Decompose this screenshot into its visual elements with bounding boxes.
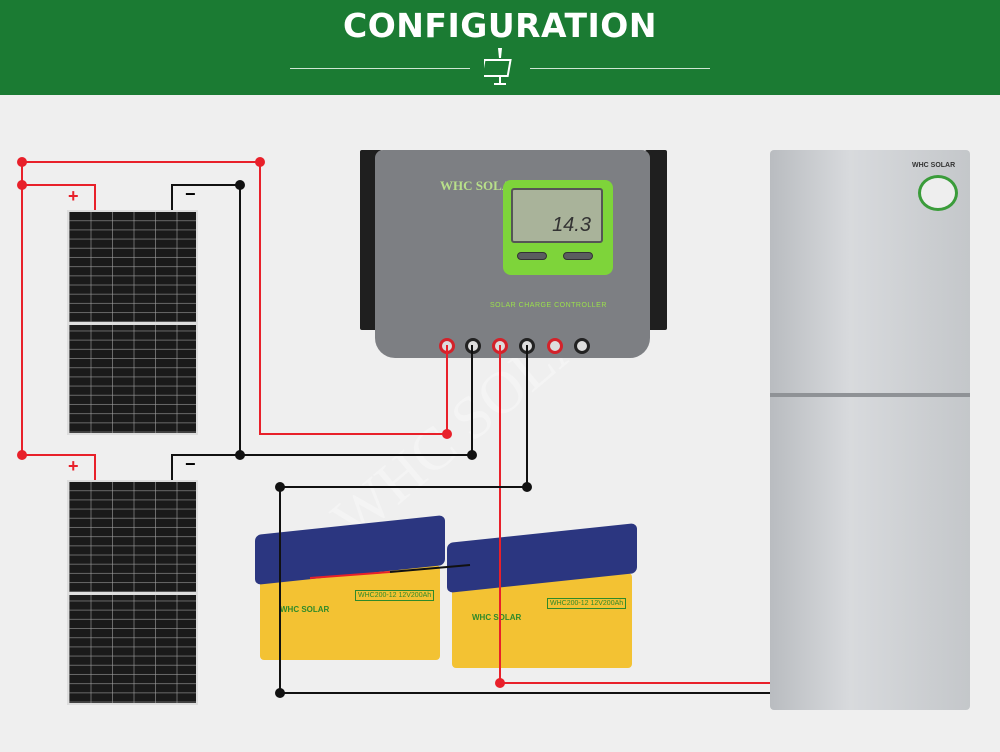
- battery-brand: WHC SOLAR: [280, 605, 330, 614]
- positive-wires: [21, 161, 770, 684]
- solar-panel-2: [67, 480, 198, 705]
- minus-label: −: [185, 454, 196, 474]
- header-banner: CONFIGURATION: [0, 0, 1000, 95]
- junction-dot: [442, 429, 452, 439]
- junction-dot: [235, 180, 245, 190]
- terminal-load-negative: [574, 338, 590, 354]
- junction-dot: [235, 450, 245, 460]
- lcd-button: [517, 252, 547, 260]
- charge-controller: WHC SOLAR 14.3 SOLAR CHARGE CONTROLLER: [375, 150, 650, 358]
- refrigerator: WHC SOLAR: [770, 150, 970, 710]
- battery-brand: WHC SOLAR: [472, 613, 522, 622]
- energy-badge-icon: [918, 175, 958, 211]
- junction-dot: [17, 157, 27, 167]
- lcd-button: [563, 252, 593, 260]
- junction-dot: [17, 450, 27, 460]
- mount-bracket: [645, 150, 667, 330]
- plus-label: +: [68, 186, 79, 206]
- solar-panel-1: [67, 210, 198, 435]
- page-title: CONFIGURATION: [343, 6, 657, 45]
- divider: [290, 68, 470, 69]
- junction-dot: [467, 450, 477, 460]
- fridge-brand: WHC SOLAR: [912, 162, 956, 169]
- battery-1: WHC SOLAR WHC200-12 12V200Ah: [255, 515, 445, 660]
- junction-dot: [275, 688, 285, 698]
- minus-label: −: [185, 184, 196, 204]
- junction-dot: [495, 678, 505, 688]
- battery-2: WHC SOLAR WHC200-12 12V200Ah: [447, 523, 637, 668]
- battery-model: WHC200-12 12V200Ah: [547, 598, 627, 609]
- plus-label: +: [68, 456, 79, 476]
- lcd-frame: 14.3: [503, 180, 613, 275]
- controller-label: SOLAR CHARGE CONTROLLER: [490, 302, 607, 309]
- lcd-display: 14.3: [511, 188, 603, 243]
- battery-model: WHC200-12 12V200Ah: [355, 590, 435, 601]
- negative-wires: [171, 184, 770, 694]
- junction-dot: [522, 482, 532, 492]
- junction-dot: [17, 180, 27, 190]
- controller-brand: WHC SOLAR: [440, 178, 521, 193]
- solar-panel-icon: [484, 48, 512, 85]
- terminal-load-positive: [547, 338, 563, 354]
- junction-dot: [255, 157, 265, 167]
- junction-dot: [275, 482, 285, 492]
- divider: [530, 68, 710, 69]
